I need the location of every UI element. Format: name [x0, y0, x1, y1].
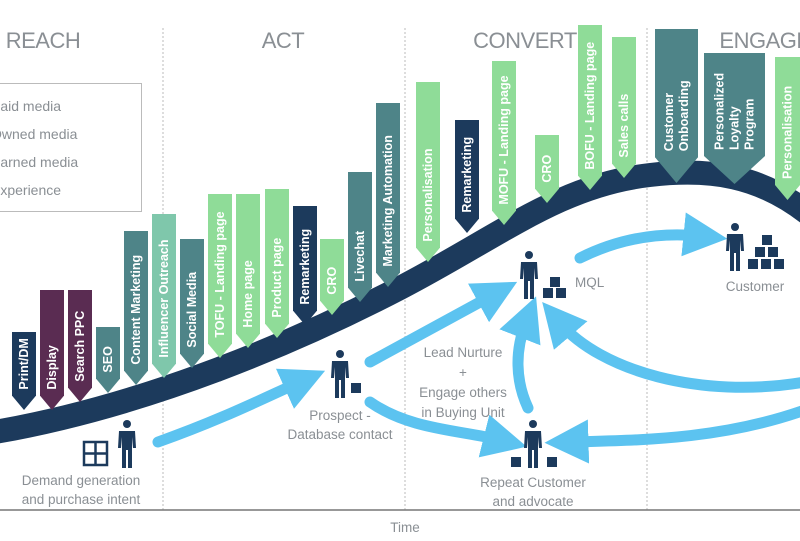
stage-title-engage: ENGAGE [719, 28, 800, 53]
arrow-prospect-to-mql [364, 281, 518, 368]
stage-title-reach: REACH [6, 28, 81, 53]
flag-label: CRO [325, 267, 339, 295]
flag-print-dm: Print/DM [12, 332, 36, 410]
nurture-label: Engage others [419, 385, 507, 400]
flag-home-page: Home page [236, 194, 260, 348]
flag-personalisation: Personalisation [775, 57, 800, 200]
flag-label: Customer [662, 93, 676, 151]
flag-tofu-landing-page: TOFU - Landing page [208, 194, 232, 358]
flag-bofu-landing-page: BOFU - Landing page [578, 25, 602, 190]
flag-label: TOFU - Landing page [213, 211, 227, 337]
flag-content-marketing: Content Marketing [124, 231, 148, 385]
nurture-label: Lead Nurture [424, 345, 503, 360]
flag-cro: CRO [320, 239, 344, 315]
flag-label: BOFU - Landing page [583, 42, 597, 170]
flag-label: Remarketing [298, 229, 312, 305]
flag-influencer-outreach: Influencer Outreach [152, 214, 176, 378]
flag-label: MOFU - Landing page [497, 75, 511, 204]
boxes-icon [543, 277, 566, 298]
flag-label: Onboarding [677, 80, 691, 151]
flag-label: Display [45, 345, 59, 390]
person-icon [118, 420, 136, 468]
mql-label: MQL [575, 275, 605, 290]
flag-label: CRO [540, 155, 554, 183]
arrow-customer-to-repeat [544, 405, 800, 464]
flag-label: SEO [101, 346, 115, 373]
demand-label: and purchase intent [22, 492, 141, 507]
flag-label: Search PPC [73, 311, 87, 382]
flag-label: Personalisation [421, 149, 435, 242]
legend-earned-media: Earned media [0, 154, 79, 170]
flag-search-ppc: Search PPC [68, 290, 92, 402]
person-icon [726, 223, 744, 271]
flag-label: Remarketing [460, 137, 474, 213]
boxes-icon [748, 235, 784, 269]
flag-label: Marketing Automation [381, 135, 395, 266]
prospect-label: Database contact [287, 427, 392, 442]
arrow-prospect-to-repeat [364, 396, 527, 458]
demand-label: Demand generation [22, 473, 141, 488]
customer-label: Customer [726, 279, 785, 294]
arrow-mql-to-customer [574, 212, 728, 264]
person-icon [520, 251, 538, 299]
flag-personalisation: Personalisation [416, 82, 440, 262]
flag-label: Program [743, 99, 757, 150]
flag-label: Social Media [185, 271, 199, 348]
arrow-repeat-to-mql [499, 296, 541, 414]
flag-label: Product page [270, 238, 284, 318]
stage-title-convert: CONVERT [473, 28, 577, 53]
flag-label: Print/DM [17, 338, 31, 389]
flag-seo: SEO [96, 327, 120, 393]
nurture-label: in Buying Unit [421, 405, 505, 420]
repeat-label: Repeat Customer [480, 475, 586, 490]
flag-label: Personalisation [781, 86, 795, 179]
flag-remarketing: Remarketing [455, 120, 479, 233]
flag-social-media: Social Media [180, 239, 204, 368]
flag-display: Display [40, 290, 64, 410]
flag-livechat: Livechat [348, 172, 372, 302]
flag-label: Home page [241, 260, 255, 327]
person-icon [524, 420, 542, 468]
flag-cro: CRO [535, 135, 559, 203]
person-icon [331, 350, 349, 398]
legend-experience: Experience [0, 182, 62, 198]
flag-label: Sales calls [617, 94, 631, 158]
journey-curve [0, 160, 800, 444]
boxes-icon [511, 457, 557, 467]
legend-owned-media: Owned media [0, 126, 78, 142]
flag-label: Content Marketing [129, 255, 143, 365]
arrow-customer-to-mql [542, 302, 800, 393]
flag-label: Influencer Outreach [157, 240, 171, 358]
legend: Paid media Owned media Earned media Expe… [0, 83, 142, 212]
flag-marketing-automation: Marketing Automation [376, 103, 400, 287]
legend-paid-media: Paid media [0, 98, 62, 114]
repeat-label: and advocate [492, 494, 573, 509]
flag-sales-calls: Sales calls [612, 37, 636, 178]
arrow-demand-to-prospect [152, 368, 326, 448]
flag-label: Personalized [713, 73, 727, 150]
grid-icon [82, 440, 109, 467]
nurture-label: + [459, 365, 467, 380]
axis-label: Time [390, 520, 420, 535]
prospect-label: Prospect - [309, 408, 371, 423]
flag-remarketing: Remarketing [293, 206, 317, 325]
flag-product-page: Product page [265, 189, 289, 338]
flag-mofu-landing-page: MOFU - Landing page [492, 61, 516, 225]
stage-title-act: ACT [262, 28, 305, 53]
flag-label: Livechat [353, 230, 367, 282]
box-icon [351, 383, 361, 393]
flag-label: Loyalty [728, 106, 742, 150]
